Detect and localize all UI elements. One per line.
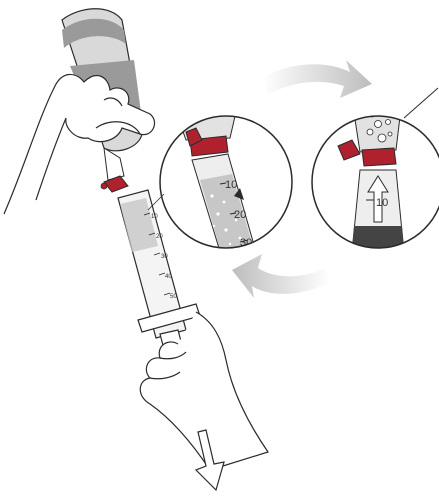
cycle-arrow-bottom-icon (232, 254, 330, 298)
syringe-tick-30: 30 (161, 254, 168, 260)
syringe-tick-20: 20 (156, 234, 163, 240)
callout-line (404, 88, 438, 118)
magnified-left-tick-10: 10 (225, 179, 237, 191)
syringe-tick-50: 50 (170, 294, 177, 300)
magnified-left-tick-20: 20 (234, 209, 246, 221)
syringe-tick-40: 40 (165, 274, 172, 280)
magnified-right-tick-10: 10 (376, 197, 388, 209)
cycle-arrow-top-icon (262, 60, 372, 98)
magnifier-right-circle-icon: 10 (312, 88, 439, 252)
magnifier-left-circle-icon: 10 20 30 (160, 112, 292, 258)
syringe-tick-10: 10 (151, 214, 158, 220)
